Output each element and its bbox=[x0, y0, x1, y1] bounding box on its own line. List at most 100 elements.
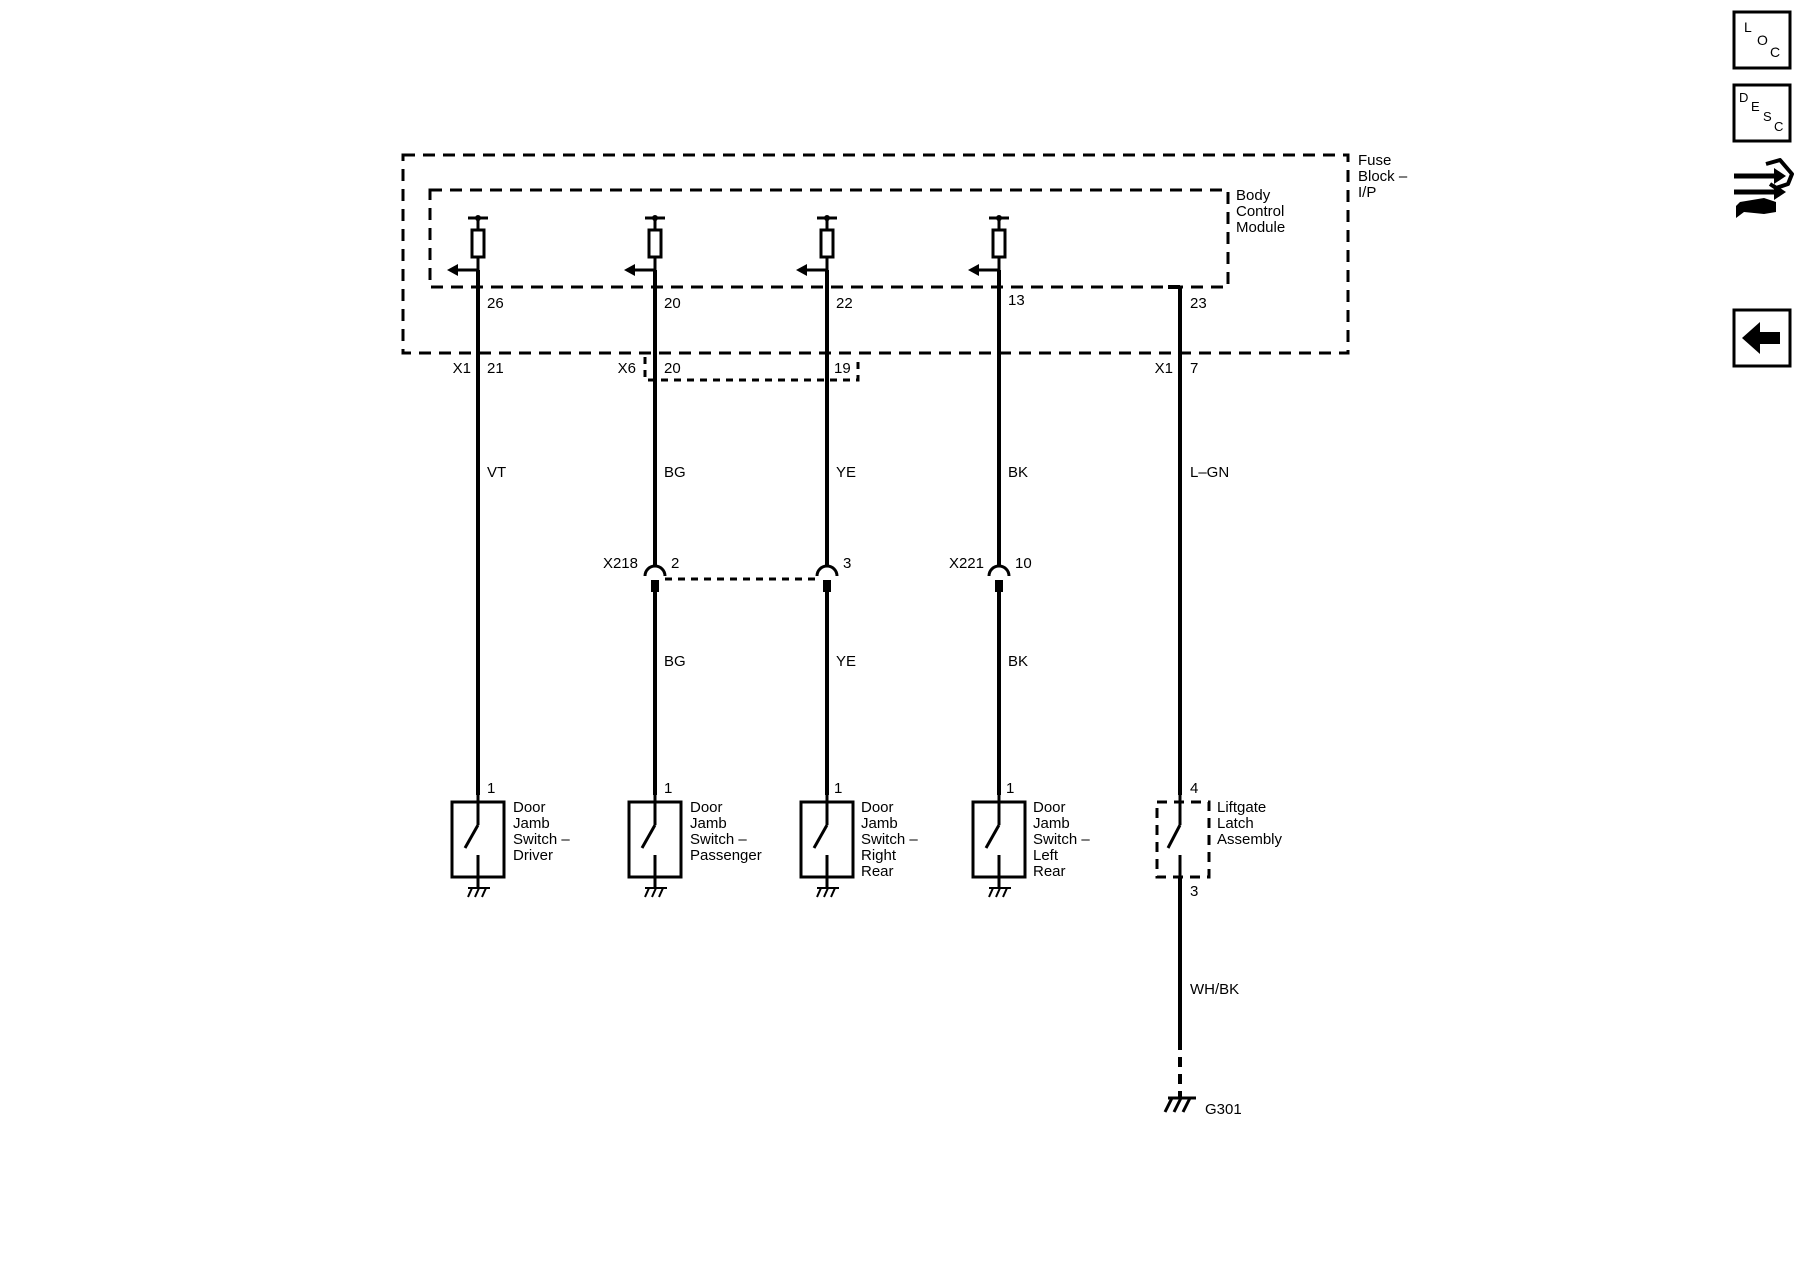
desc-letter: S bbox=[1763, 109, 1772, 124]
desc-letter: D bbox=[1739, 90, 1748, 105]
fuse-icon bbox=[991, 228, 1007, 259]
switch-label-line: Right bbox=[861, 847, 897, 864]
bcm-label-line: Body bbox=[1236, 187, 1271, 204]
switch-pin: 1 bbox=[834, 780, 842, 797]
connector-pin: 21 bbox=[487, 360, 504, 377]
inline-connector-male-icon bbox=[651, 580, 659, 592]
circuit-driver: 26 X1 21 VT 1 Door Jamb Switch – Driver bbox=[447, 215, 570, 898]
desc-icon bbox=[1732, 83, 1792, 143]
connector-name: X1 bbox=[1155, 360, 1173, 377]
wire-color-label: VT bbox=[487, 464, 506, 481]
connector-pin: 20 bbox=[664, 360, 681, 377]
wire-color-label: L–GN bbox=[1190, 464, 1229, 481]
fuse-block-outline bbox=[401, 153, 1350, 355]
switch-label-line: Jamb bbox=[1033, 815, 1070, 832]
ground-g301-icon bbox=[1163, 1096, 1196, 1113]
ground-label: G301 bbox=[1205, 1101, 1242, 1118]
inline-connector-pin: 3 bbox=[843, 555, 851, 572]
connector-pin: 7 bbox=[1190, 360, 1198, 377]
connector-button[interactable] bbox=[1730, 154, 1794, 224]
desc-letter: C bbox=[1774, 119, 1783, 134]
inline-connector-male-icon bbox=[995, 580, 1003, 592]
switch-pin: 1 bbox=[1006, 780, 1014, 797]
connector-icon bbox=[1734, 158, 1794, 218]
bcm-pin: 26 bbox=[487, 295, 504, 312]
bcm-pin: 13 bbox=[1008, 292, 1025, 309]
fuse-icon bbox=[819, 228, 835, 259]
back-arrow-icon bbox=[1742, 322, 1780, 354]
fuse-icon bbox=[470, 228, 486, 259]
chassis-ground-icon bbox=[988, 887, 1011, 898]
latch-pin-bottom: 3 bbox=[1190, 883, 1198, 900]
bcm-outline bbox=[428, 188, 1230, 289]
bcm-pin: 22 bbox=[836, 295, 853, 312]
switch-label-line: Driver bbox=[513, 847, 553, 864]
bcm-pin: 20 bbox=[664, 295, 681, 312]
liftgate-latch-assembly[interactable] bbox=[1155, 800, 1211, 879]
desc-letter: E bbox=[1751, 99, 1760, 114]
switch-pin: 1 bbox=[664, 780, 672, 797]
switch-label-line: Door bbox=[861, 799, 894, 816]
wire-color-label: BK bbox=[1008, 653, 1028, 670]
switch-pin: 1 bbox=[487, 780, 495, 797]
fuse-dot bbox=[824, 215, 830, 221]
back-button[interactable] bbox=[1732, 308, 1792, 368]
switch-contact-icon bbox=[463, 824, 480, 849]
switch-label-line: Door bbox=[690, 799, 723, 816]
fuse-dot bbox=[652, 215, 658, 221]
switch-label-line: Door bbox=[513, 799, 546, 816]
fuse-dot bbox=[475, 215, 481, 221]
switch-label-line: Rear bbox=[1033, 863, 1066, 880]
bcm-label-line: Module bbox=[1236, 219, 1285, 236]
latch-label-line: Assembly bbox=[1217, 831, 1283, 848]
chassis-ground-icon bbox=[644, 887, 667, 898]
latch-contact-icon bbox=[1166, 824, 1182, 849]
inline-connector-pin: 10 bbox=[1015, 555, 1032, 572]
switch-label-line: Rear bbox=[861, 863, 894, 880]
wire-color-label: BG bbox=[664, 464, 686, 481]
inline-connector-female-icon bbox=[643, 564, 667, 577]
chassis-ground-icon bbox=[467, 887, 490, 898]
circuit-passenger: 20 X6 20 BG X218 2 BG 1 Door Jamb Switch… bbox=[603, 215, 762, 898]
inline-connector-name: X218 bbox=[603, 555, 638, 572]
inline-connector-male-icon bbox=[823, 580, 831, 592]
arrow-left-icon bbox=[968, 264, 979, 276]
bcm-label-line: Control bbox=[1236, 203, 1284, 220]
latch-label-line: Liftgate bbox=[1217, 799, 1266, 816]
switch-label-line: Jamb bbox=[513, 815, 550, 832]
loc-button[interactable]: L O C bbox=[1732, 10, 1792, 70]
switch-label-line: Switch – bbox=[1033, 831, 1090, 848]
connector-name: X1 bbox=[453, 360, 471, 377]
switch-label-line: Door bbox=[1033, 799, 1066, 816]
loc-icon bbox=[1732, 10, 1792, 70]
wire-color-label: YE bbox=[836, 464, 856, 481]
latch-label-line: Latch bbox=[1217, 815, 1254, 832]
desc-button[interactable]: D E S C bbox=[1732, 83, 1792, 143]
wire-color-label: WH/BK bbox=[1190, 981, 1239, 998]
latch-pin-top: 4 bbox=[1190, 780, 1198, 797]
fuse-block-label-line: I/P bbox=[1358, 184, 1376, 201]
inline-connector-name: X221 bbox=[949, 555, 984, 572]
fuse-block-label-line: Block – bbox=[1358, 168, 1408, 185]
fuse-icon bbox=[647, 228, 663, 259]
circuit-left-rear: 13 BK X221 10 BK 1 Door Jamb Switch – Le… bbox=[949, 215, 1090, 898]
switch-contact-icon bbox=[812, 824, 829, 849]
fuse-block-label-line: Fuse bbox=[1358, 152, 1391, 169]
chassis-ground-icon bbox=[816, 887, 839, 898]
arrow-left-icon bbox=[447, 264, 458, 276]
switch-contact-icon bbox=[984, 824, 1001, 849]
inline-connector-pin: 2 bbox=[671, 555, 679, 572]
inline-connector-female-icon bbox=[987, 564, 1011, 577]
wire-color-label: YE bbox=[836, 653, 856, 670]
circuit-right-rear: 22 19 YE 3 YE 1 Door Jamb Switch – Right… bbox=[796, 215, 918, 898]
switch-contact-icon bbox=[640, 824, 657, 849]
x6-shared-connector-outline bbox=[643, 357, 860, 382]
wire-color-label: BK bbox=[1008, 464, 1028, 481]
inline-connector-female-icon bbox=[815, 564, 839, 577]
switch-label-line: Switch – bbox=[690, 831, 747, 848]
switch-label-line: Switch – bbox=[861, 831, 918, 848]
loc-letter: O bbox=[1757, 32, 1768, 48]
switch-label-line: Jamb bbox=[861, 815, 898, 832]
arrow-left-icon bbox=[796, 264, 807, 276]
